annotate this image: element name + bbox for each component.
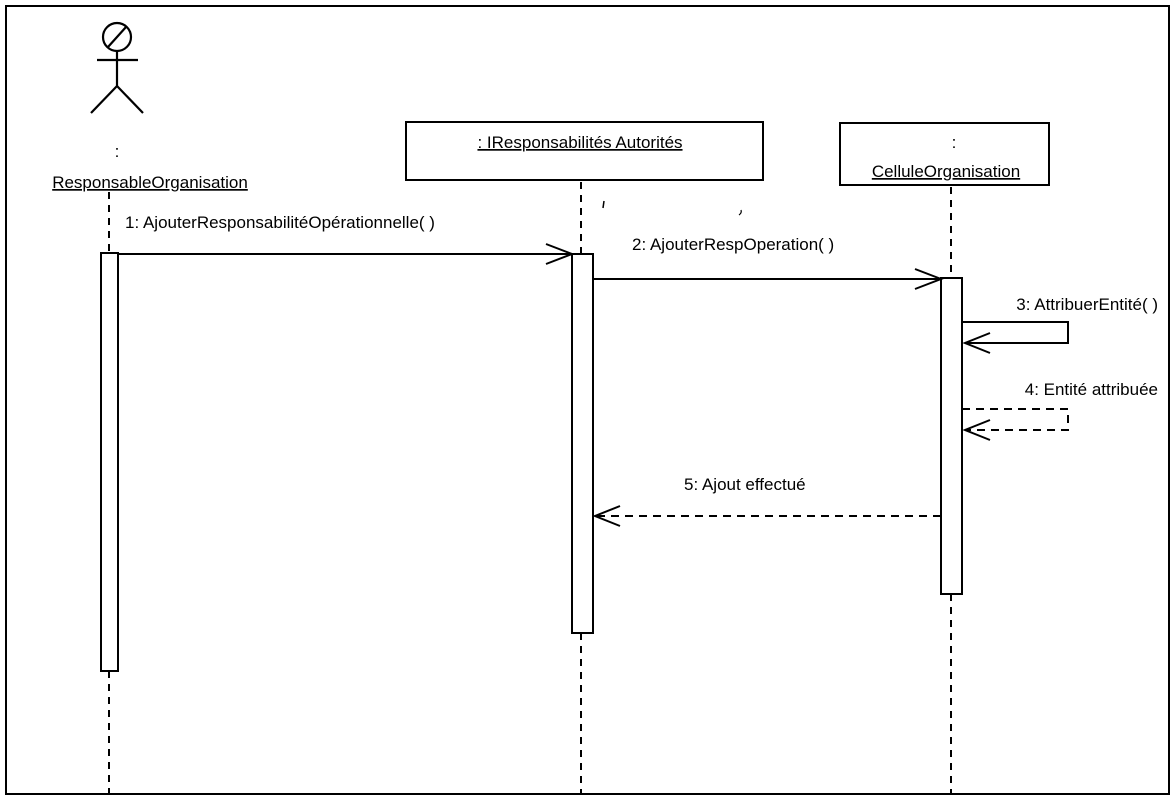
scan-artifact-mark — [602, 200, 605, 209]
message-5-arrow — [592, 505, 941, 527]
interface-object-box — [405, 121, 764, 181]
message-2-label: 2: AjouterRespOperation( ) — [632, 235, 834, 254]
message-3-label: 3: AttribuerEntité( ) — [1016, 295, 1158, 314]
actor-instance-prefix: : — [115, 142, 120, 161]
message-1-arrow — [118, 243, 575, 265]
cell-object-box — [839, 122, 1050, 186]
actor-stick-figure — [90, 21, 144, 114]
actor-activation-bar — [100, 252, 119, 672]
message-3-arrow — [962, 321, 1069, 354]
actor-name: ResponsableOrganisation — [52, 173, 248, 192]
scan-artifact-mark — [738, 209, 742, 216]
cell-object-prefix: : — [952, 133, 957, 152]
diagram-frame — [5, 5, 1170, 795]
message-1-label: 1: AjouterResponsabilitéOpérationnelle( … — [125, 213, 435, 232]
cell-object-name: CelluleOrganisation — [872, 162, 1020, 181]
cell-activation-bar — [940, 277, 963, 595]
message-4-arrow — [962, 408, 1069, 441]
message-2-arrow — [593, 268, 944, 290]
interface-activation-bar — [571, 253, 594, 634]
message-5-label: 5: Ajout effectué — [684, 475, 806, 494]
actor-boundary-slash — [107, 26, 127, 48]
message-4-label: 4: Entité attribuée — [1025, 380, 1158, 399]
interface-object-name: : IResponsabilités Autorités — [477, 133, 682, 152]
